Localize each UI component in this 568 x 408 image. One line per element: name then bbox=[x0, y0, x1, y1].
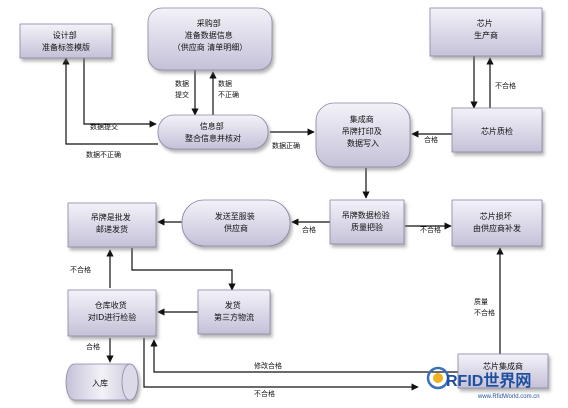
watermark-logo: RFID世界网 www.RfidWorld.com.cn bbox=[426, 366, 540, 400]
svg-text:入库: 入库 bbox=[92, 378, 108, 388]
label-fix-pass: 修改合格 bbox=[254, 361, 282, 370]
arrow-warehouse-to-chipint-fail bbox=[143, 338, 419, 391]
node-design: 设计部 准备标签模版 bbox=[19, 23, 113, 59]
node-warehouse: 仓库收货 对ID进行检验 bbox=[67, 289, 157, 337]
node-purchase: 采购部 准备数据信息 （供应商 清单明细） bbox=[147, 7, 273, 71]
label-data-correct: 数据正确 bbox=[272, 141, 300, 150]
arrow-design-to-info bbox=[83, 58, 157, 128]
node-chip-maker: 芯片 生产商 bbox=[429, 7, 543, 57]
label-data-submit: 数据提交 bbox=[90, 122, 118, 131]
node-hangtag-qc: 吊牌数据检验 质量把验 bbox=[329, 199, 405, 245]
label-chip-pass: 合格 bbox=[424, 135, 438, 144]
svg-text:吊牌是批发 邮递发货: 吊牌是批发 邮递发货 bbox=[91, 212, 134, 234]
label-hangtag-pass: 合格 bbox=[302, 225, 316, 234]
label-data-incorrect-purchase: 数据 不正确 bbox=[218, 79, 239, 99]
edge-labels: 数据提交 数据不正确 数据 提交 数据 不正确 数据正确 不合格 合格 合格 不… bbox=[70, 79, 516, 398]
svg-text:采购部 准备数据信息 （供应商 清单: 采购部 准备数据信息 （供应商 清单明细） bbox=[173, 18, 248, 52]
svg-text:芯片 生产商: 芯片 生产商 bbox=[474, 18, 498, 40]
svg-text:集成商 吊牌打印及 数据写入: 集成商 吊牌打印及 数据写入 bbox=[342, 114, 385, 148]
label-quality-fail: 质量 不合格 bbox=[474, 297, 495, 317]
node-chip-resend: 芯片损坏 由供应商补发 bbox=[451, 199, 543, 247]
svg-text:芯片损坏 由供应商补发: 芯片损坏 由供应商补发 bbox=[473, 211, 521, 233]
node-storage: 入库 bbox=[65, 363, 139, 401]
svg-text:吊牌数据检验 质量把验: 吊牌数据检验 质量把验 bbox=[342, 210, 393, 232]
svg-text:芯片质检: 芯片质检 bbox=[481, 126, 513, 136]
node-chip-integrator: 芯片集成商 bbox=[457, 353, 549, 389]
svg-text:仓库收货 对ID进行检验: 仓库收货 对ID进行检验 bbox=[88, 300, 137, 322]
svg-text:芯片集成商: 芯片集成商 bbox=[483, 361, 523, 371]
arrow-info-to-design bbox=[62, 57, 158, 145]
watermark-url: www.RfidWorld.com.cn bbox=[477, 394, 540, 400]
node-hangtag-ship: 吊牌是批发 邮递发货 bbox=[67, 202, 157, 248]
connectors bbox=[62, 55, 504, 391]
label-bottom-fail: 不合格 bbox=[254, 389, 275, 398]
svg-text:发送至服装 供应商: 发送至服装 供应商 bbox=[215, 211, 258, 233]
arrow-chipint-to-warehouse-fixed bbox=[150, 339, 458, 373]
node-integrator: 集成商 吊牌打印及 数据写入 bbox=[315, 102, 411, 168]
node-send-supplier: 发送至服装 供应商 bbox=[181, 199, 291, 247]
svg-text:发货 第三方物流: 发货 第三方物流 bbox=[214, 300, 254, 322]
watermark-text: RFID世界网 bbox=[446, 372, 531, 390]
svg-text:设计部 准备标签模版: 设计部 准备标签模版 bbox=[42, 30, 90, 52]
label-chip-fail: 不合格 bbox=[495, 81, 516, 90]
svg-text:信息部 整合信息并核对: 信息部 整合信息并核对 bbox=[185, 121, 241, 143]
node-info: 信息部 整合信息并核对 bbox=[157, 114, 269, 150]
label-warehouse-fail: 不合格 bbox=[70, 265, 91, 274]
arrow-ship-to-thirdparty bbox=[131, 248, 236, 291]
label-data-submit-purchase: 数据 提交 bbox=[175, 79, 191, 99]
label-warehouse-pass: 合格 bbox=[86, 342, 100, 351]
label-data-incorrect: 数据不正确 bbox=[86, 150, 121, 159]
node-chip-qc: 芯片质检 bbox=[451, 107, 543, 153]
node-third-party: 发货 第三方物流 bbox=[197, 289, 271, 335]
label-hangtag-fail: 不合格 bbox=[420, 225, 441, 234]
